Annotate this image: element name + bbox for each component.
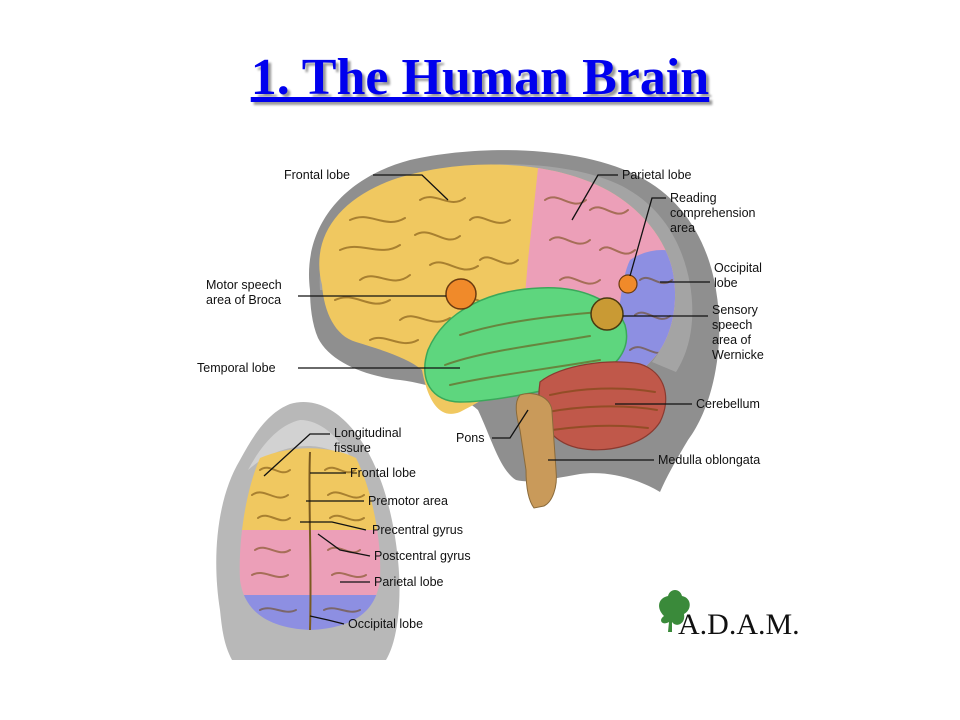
label-premotor: Premotor area [368,494,448,508]
label-reading-3: area [670,221,695,235]
label-wernicke-3: area of [712,333,751,347]
leaf-icon [659,590,690,632]
label-occipital-1: Occipital [714,261,762,275]
top-view-annotations: Longitudinal fissure Frontal lobe Premot… [263,426,471,631]
label-longitudinal-2: fissure [334,441,371,455]
label-occipital-2: lobe [714,276,738,290]
label-frontal-lobe: Frontal lobe [284,168,350,182]
brainstem-region [515,393,557,509]
label-reading-1: Reading [670,191,717,205]
label-wernicke-2: speech [712,318,752,332]
brain-diagram: Frontal lobe Parietal lobe Reading compr… [197,150,800,660]
broca-area-marker [445,278,477,310]
adam-logo: A.D.A.M. [659,590,800,641]
label-broca-2: area of Broca [206,293,281,307]
label-wernicke-4: Wernicke [712,348,764,362]
label-reading-2: comprehension [670,206,756,220]
slide-title: 1. The Human Brain [250,49,710,106]
side-view-annotations: Frontal lobe Parietal lobe Reading compr… [197,168,764,467]
label-temporal-lobe: Temporal lobe [197,361,276,375]
label-wernicke-1: Sensory [712,303,759,317]
label-longitudinal-1: Longitudinal [334,426,401,440]
label-postcentral: Postcentral gyrus [374,549,471,563]
label-medulla: Medulla oblongata [658,453,760,467]
label-top-occipital: Occipital lobe [348,617,423,631]
label-top-frontal: Frontal lobe [350,466,416,480]
reading-area-marker [618,274,638,294]
wernicke-area-marker [590,297,624,331]
label-precentral: Precentral gyrus [372,523,463,537]
label-parietal-lobe: Parietal lobe [622,168,692,182]
label-cerebellum: Cerebellum [696,397,760,411]
label-pons: Pons [456,431,485,445]
logo-text: A.D.A.M. [678,608,800,641]
label-broca-1: Motor speech [206,278,282,292]
longitudinal-fissure [308,451,312,631]
label-top-parietal: Parietal lobe [374,575,444,589]
